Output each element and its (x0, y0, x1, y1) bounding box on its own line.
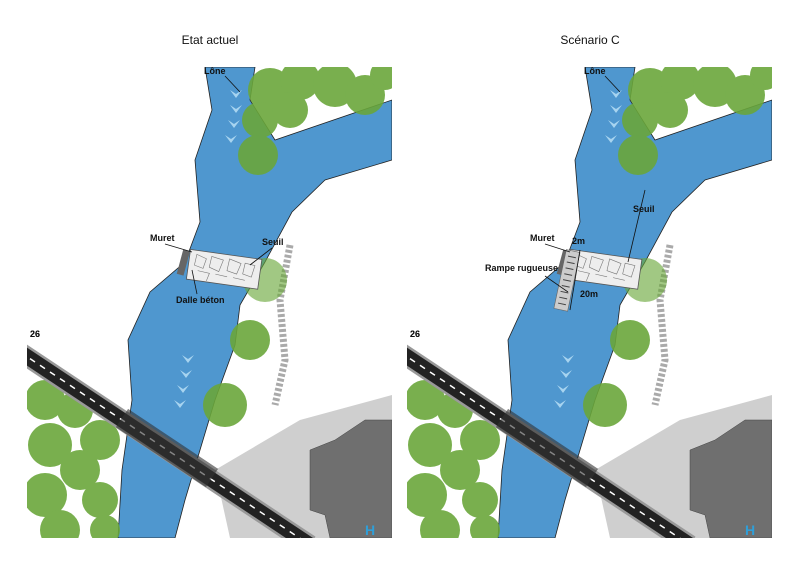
label-width-2m: 2m (572, 236, 585, 246)
label-muret: Muret (530, 233, 555, 243)
map-etat-actuel (20, 60, 400, 550)
length-arrow (569, 249, 581, 311)
label-muret: Muret (150, 233, 175, 243)
label-length-20m: 20m (580, 289, 598, 299)
label-rampe-rugueuse: Rampe rugueuse (485, 263, 558, 273)
label-dalle-beton: Dalle béton (176, 295, 225, 305)
road-number: 26 (30, 329, 40, 339)
map-scenario-c (400, 60, 780, 550)
label-seuil: Seuil (262, 237, 284, 247)
title-scenario-c: Scénario C (560, 33, 620, 47)
title-etat-actuel: Etat actuel (182, 33, 239, 47)
label-seuil: Seuil (633, 204, 655, 214)
road-number: 26 (410, 329, 420, 339)
label-lone: Lône (204, 66, 226, 76)
rampe-rugueuse (553, 249, 581, 312)
label-lone: Lône (584, 66, 606, 76)
